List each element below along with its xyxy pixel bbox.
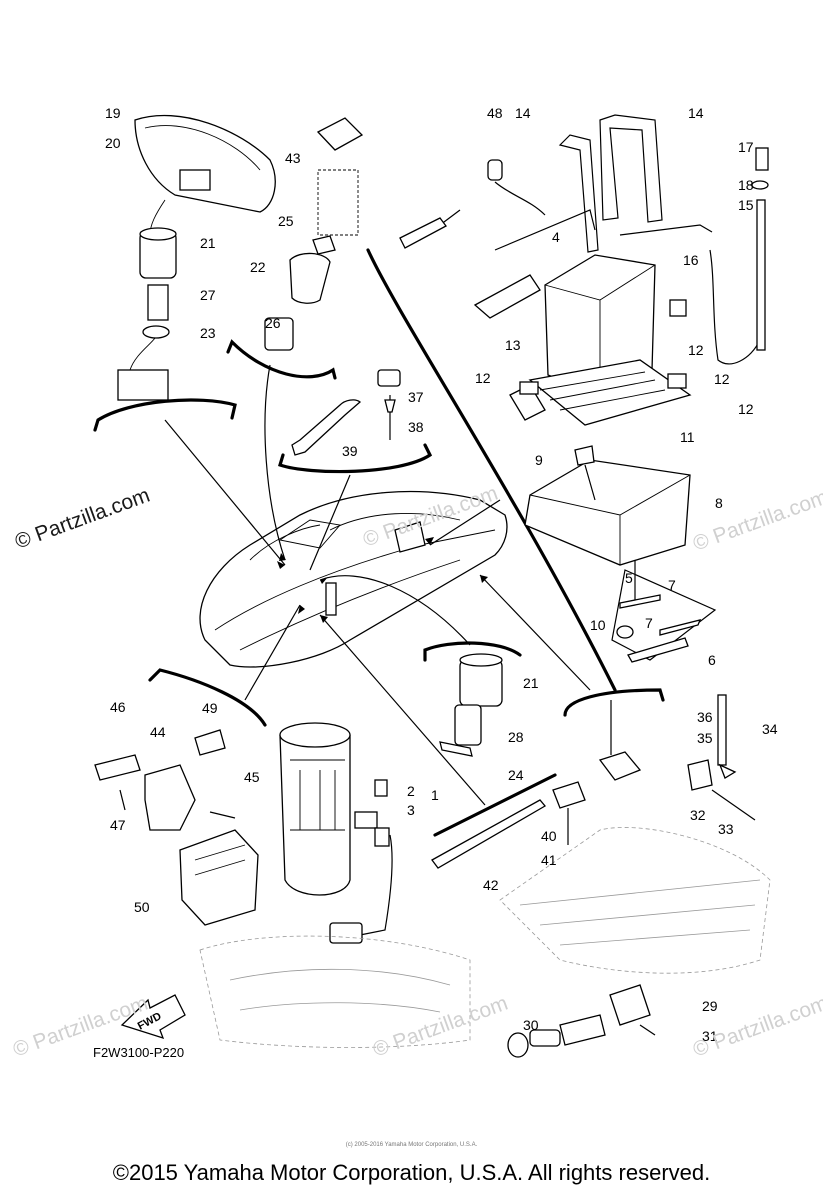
battery-group [399, 114, 769, 426]
callout-50: 50 [134, 899, 150, 915]
callout-27: 27 [200, 287, 216, 303]
callout-14: 14 [688, 105, 704, 121]
meter-group [117, 114, 276, 401]
box-group [94, 729, 259, 926]
watercraft-hull [199, 490, 508, 668]
callout-7: 7 [645, 615, 653, 631]
battery-box-group [524, 445, 717, 663]
callout-31: 31 [702, 1028, 718, 1044]
callout-14: 14 [515, 105, 531, 121]
deck-outline [199, 827, 771, 1048]
copyright-footer: ©2015 Yamaha Motor Corporation, U.S.A. A… [112, 1160, 711, 1185]
callout-19: 19 [105, 105, 121, 121]
clip-group [291, 369, 401, 456]
callout-23: 23 [200, 325, 216, 341]
filter-group [264, 117, 364, 351]
callout-24: 24 [508, 767, 524, 783]
tiny-copyright: (c) 2005-2016 Yamaha Motor Corporation, … [345, 1142, 478, 1148]
callout-46: 46 [110, 699, 126, 715]
callout-21: 21 [523, 675, 539, 691]
callout-30: 30 [523, 1017, 539, 1033]
callout-32: 32 [690, 807, 706, 823]
callout-34: 34 [762, 721, 778, 737]
callout-21: 21 [200, 235, 216, 251]
callout-12: 12 [714, 371, 730, 387]
stand-group [431, 694, 756, 869]
diagram-code: F2W3100-P220 [93, 1045, 185, 1060]
callout-17: 17 [738, 139, 754, 155]
callout-6: 6 [708, 652, 716, 668]
callout-29: 29 [702, 998, 718, 1014]
callout-3: 3 [407, 802, 415, 818]
callout-10: 10 [590, 617, 606, 633]
forward-arrow [120, 994, 186, 1040]
callout-44: 44 [150, 724, 166, 740]
callout-1: 1 [431, 787, 439, 803]
callout-22: 22 [250, 259, 266, 275]
callout-12: 12 [475, 370, 491, 386]
callout-9: 9 [535, 452, 543, 468]
callout-15: 15 [738, 197, 754, 213]
callout-25: 25 [278, 213, 294, 229]
callout-48: 48 [487, 105, 503, 121]
callout-2: 2 [407, 783, 415, 799]
callout-16: 16 [683, 252, 699, 268]
callout-4: 4 [552, 229, 560, 245]
callout-26: 26 [265, 315, 281, 331]
callout-12: 12 [688, 342, 704, 358]
fuel-pump-group [279, 653, 503, 944]
callout-38: 38 [408, 419, 424, 435]
callout-11: 11 [680, 429, 695, 445]
callout-33: 33 [718, 821, 734, 837]
sensor-group [507, 984, 656, 1058]
callout-42: 42 [483, 877, 499, 893]
callout-20: 20 [105, 135, 121, 151]
callout-7: 7 [668, 577, 676, 593]
callout-18: 18 [738, 177, 754, 193]
callout-5: 5 [625, 570, 633, 586]
callout-41: 41 [541, 852, 557, 868]
callout-37: 37 [408, 389, 424, 405]
callout-8: 8 [715, 495, 723, 511]
callout-40: 40 [541, 828, 557, 844]
callout-49: 49 [202, 700, 218, 716]
callout-13: 13 [505, 337, 521, 353]
leader-arcs [93, 248, 665, 837]
callout-12: 12 [738, 401, 754, 417]
callout-28: 28 [508, 729, 524, 745]
callout-39: 39 [342, 443, 358, 459]
callout-45: 45 [244, 769, 260, 785]
callout-47: 47 [110, 817, 126, 833]
callout-36: 36 [697, 709, 713, 725]
callout-35: 35 [697, 730, 713, 746]
callout-43: 43 [285, 150, 301, 166]
pointer-lines [164, 364, 591, 806]
